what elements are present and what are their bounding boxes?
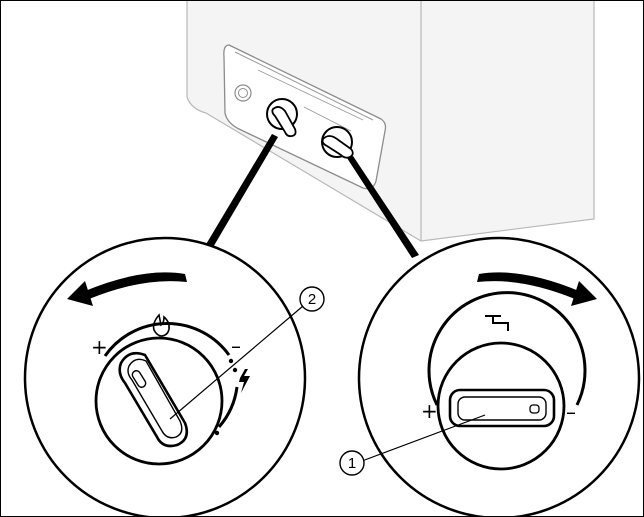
right-dial-view: + – 1	[339, 236, 641, 516]
left-dial-power-range	[217, 386, 239, 428]
flame-icon	[152, 313, 170, 337]
appliance-body	[186, 1, 595, 242]
left-rotation-arrow	[85, 272, 187, 299]
left-dial-plus: +	[91, 335, 108, 359]
zoom-leader-right	[347, 156, 419, 258]
callout-1: 1	[339, 414, 486, 476]
right-dial-minus: –	[566, 400, 576, 424]
left-dial-knob	[94, 336, 224, 466]
panel-knob-heating	[266, 98, 298, 138]
panel-indicator	[234, 84, 252, 102]
right-dial-knob	[436, 341, 566, 471]
lightning-icon	[239, 369, 250, 393]
left-dial-minus: –	[231, 334, 241, 358]
left-dial-scale	[103, 321, 231, 357]
left-dial-view: + – 2	[23, 236, 325, 516]
right-dial-scale	[427, 291, 587, 406]
left-dial-dots-lower	[214, 430, 220, 436]
left-dial-dots	[228, 358, 238, 373]
right-dial-plus: +	[421, 399, 438, 423]
callout-1-label: 1	[348, 455, 356, 472]
tap-icon	[485, 315, 509, 331]
zoom-leader-left	[205, 134, 278, 249]
panel-knob-hot-water	[321, 126, 354, 159]
right-rotation-arrow	[477, 272, 579, 299]
callout-2: 2	[169, 286, 325, 420]
callout-2-label: 2	[308, 291, 316, 308]
